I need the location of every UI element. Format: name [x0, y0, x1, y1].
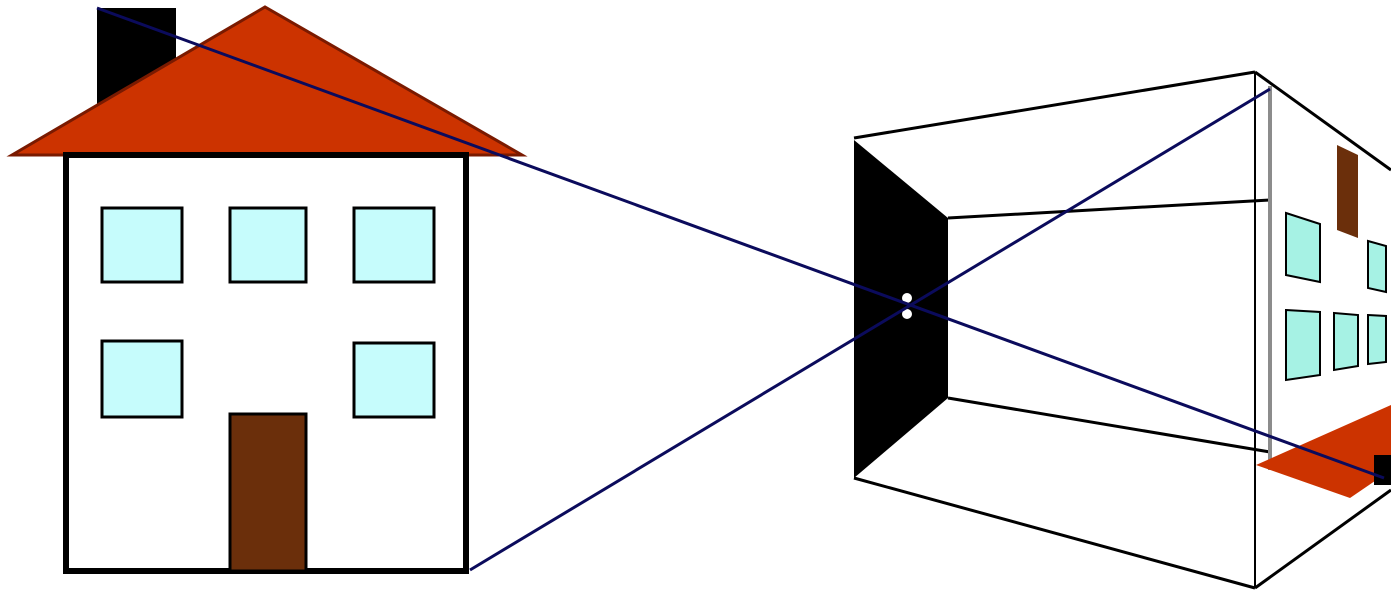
house-icon	[6, 5, 528, 574]
pinhole-camera-icon	[853, 70, 1391, 590]
projected-window	[1367, 239, 1387, 294]
camera-inner-edge	[947, 198, 1271, 220]
projected-dark-corner	[1374, 455, 1391, 485]
projected-window	[1285, 308, 1321, 382]
camera-box-edge	[1254, 70, 1391, 172]
house-roof	[6, 5, 528, 157]
camera-box-edge	[1254, 488, 1391, 590]
camera-box-edge	[853, 476, 1256, 590]
camera-pinhole	[902, 309, 912, 319]
house-window	[352, 206, 436, 284]
camera-inner-edge	[947, 396, 1271, 454]
projected-window	[1285, 211, 1321, 284]
camera-pinhole	[902, 293, 912, 303]
camera-box-edge	[853, 70, 1256, 140]
projected-chimney	[1337, 145, 1358, 238]
house-window	[352, 341, 436, 419]
house-window	[100, 206, 184, 284]
light-ray-top-to-bottom	[96, 6, 1385, 480]
light-rays	[96, 6, 1385, 572]
house-window	[100, 339, 184, 419]
projected-roof	[1256, 405, 1391, 498]
camera-pinhole-face	[854, 140, 948, 478]
projected-window	[1333, 311, 1359, 372]
projected-window	[1367, 313, 1387, 366]
inverted-house-icon	[1256, 145, 1391, 498]
house-door	[228, 412, 308, 573]
house-window	[228, 206, 308, 284]
light-ray-bottom-to-top	[469, 87, 1271, 572]
